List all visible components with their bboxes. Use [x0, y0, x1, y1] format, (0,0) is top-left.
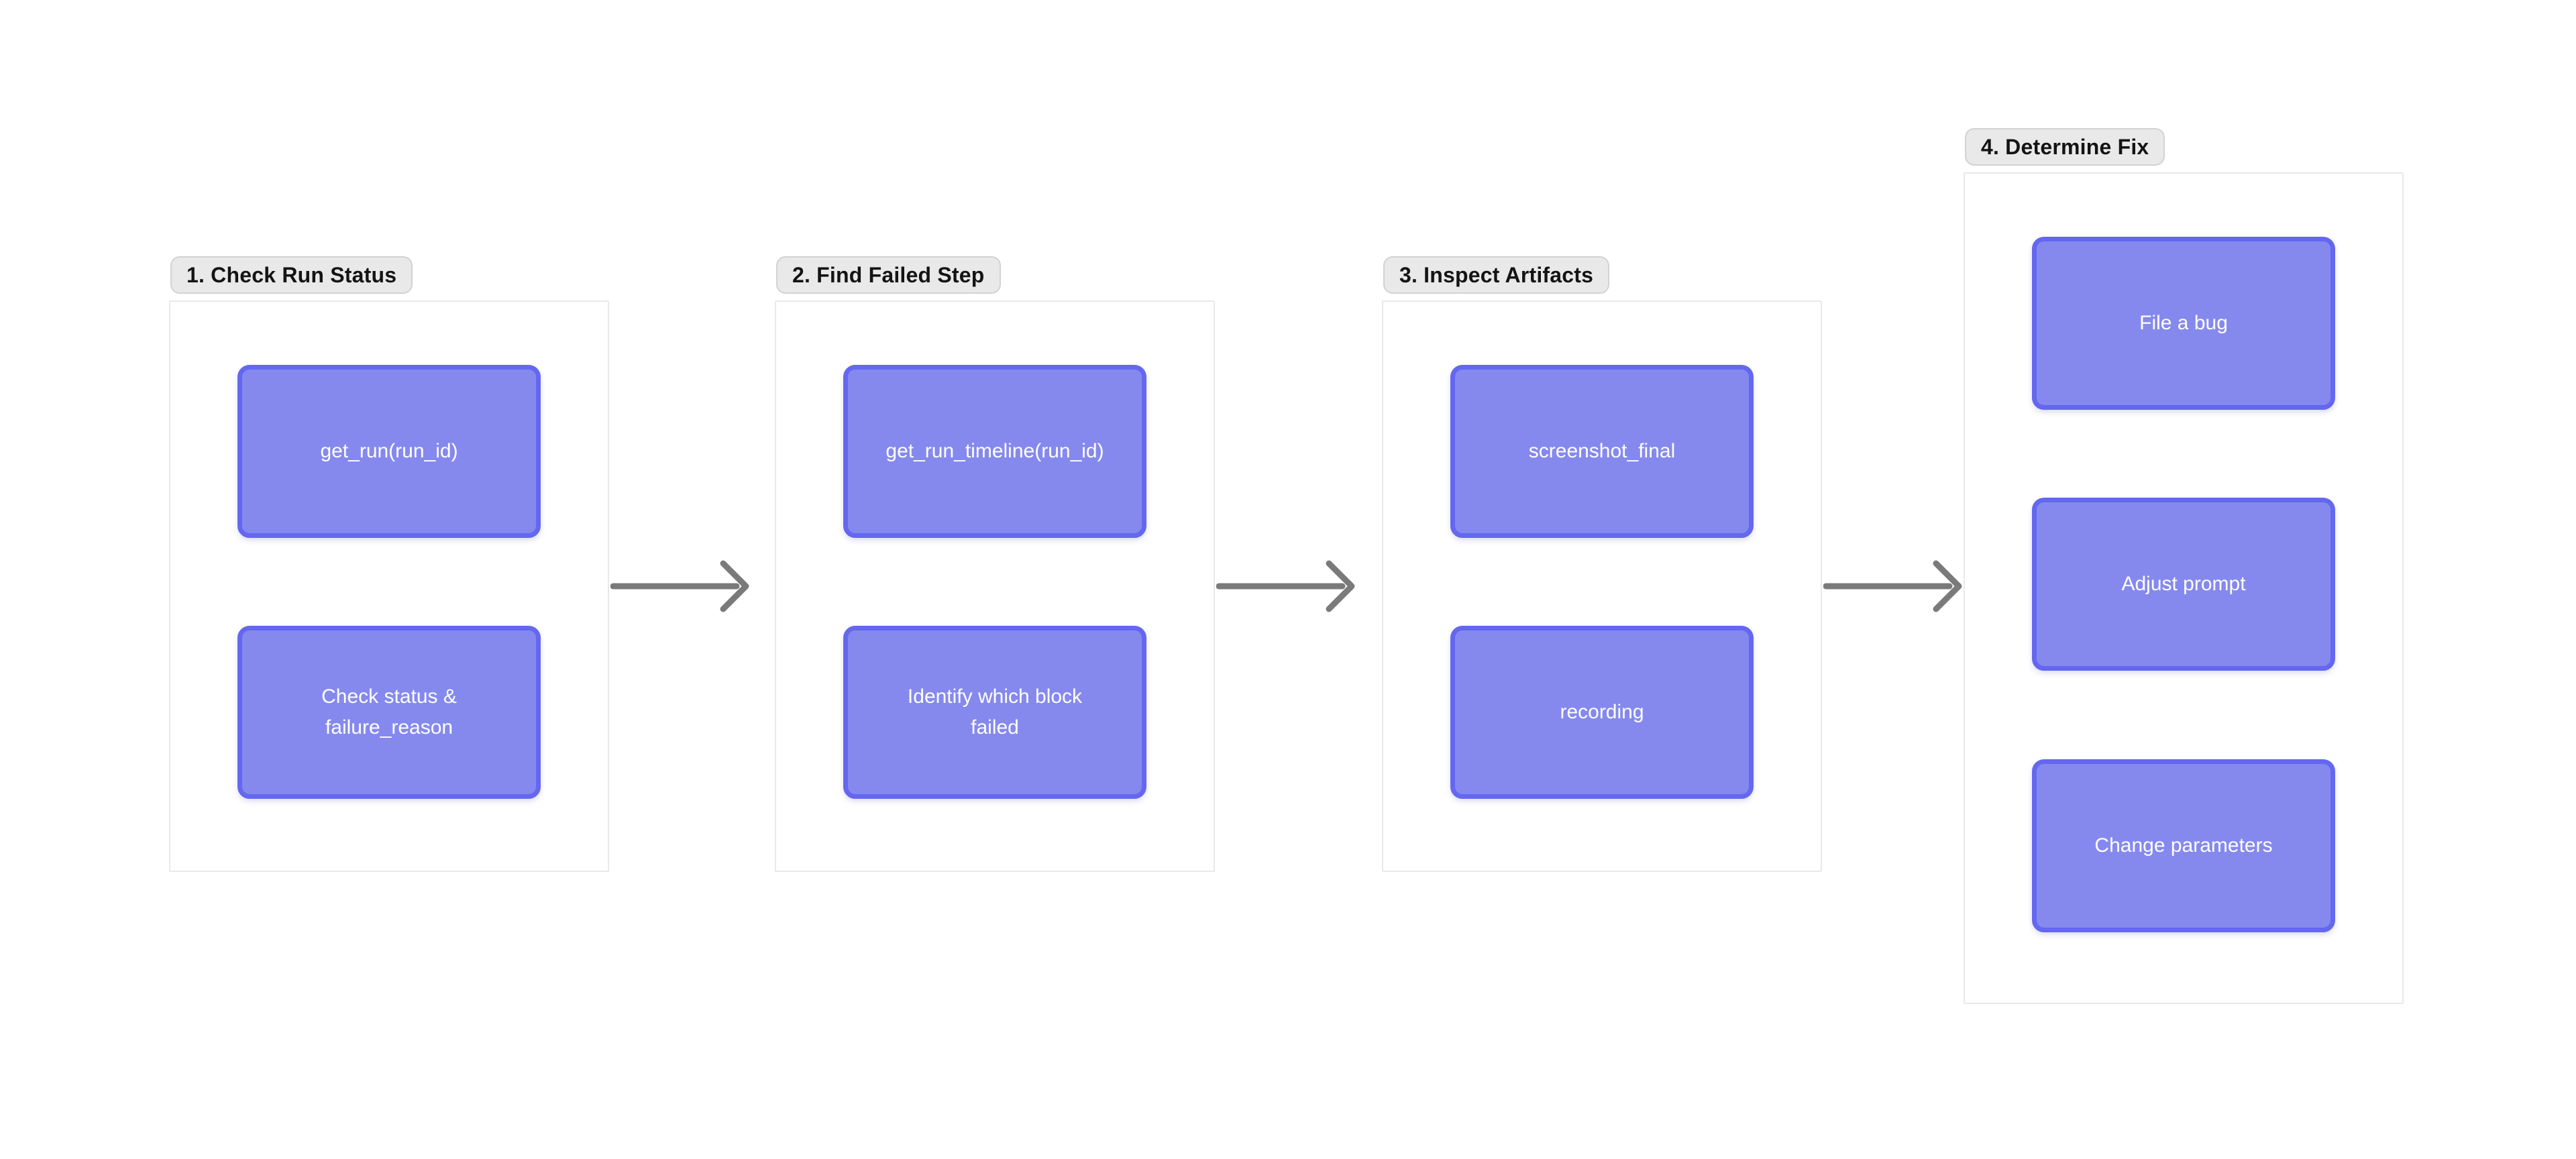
node-identify-which-block-failed: Identify which block failed — [843, 626, 1146, 799]
node-recording: recording — [1450, 626, 1754, 799]
node-label: recording — [1560, 700, 1644, 723]
flow-arrow-1 — [610, 560, 749, 612]
node-label: File a bug — [2139, 311, 2228, 334]
group-label-inspect-artifacts: 3. Inspect Artifacts — [1383, 256, 1610, 294]
group-check-run-status: 1. Check Run Status get_run(run_id) Chec… — [169, 256, 609, 872]
node-label: Identify which block failed — [907, 685, 1083, 739]
node-label: Change parameters — [2094, 834, 2273, 857]
group-find-failed-step: 2. Find Failed Step get_run_timeline(run… — [775, 256, 1215, 872]
node-screenshot-final: screenshot_final — [1450, 365, 1754, 538]
group-label-check-run-status: 1. Check Run Status — [170, 256, 413, 294]
group-label-find-failed-step: 2. Find Failed Step — [776, 256, 1001, 294]
node-change-parameters: Change parameters — [2032, 759, 2335, 932]
node-file-a-bug: File a bug — [2032, 237, 2335, 410]
node-check-status-failure-reason: Check status & failure_reason — [237, 626, 541, 799]
node-label: Adjust prompt — [2121, 572, 2246, 595]
flow-arrow-2 — [1216, 560, 1355, 612]
node-label: Check status & failure_reason — [321, 685, 457, 739]
group-determine-fix: 4. Determine Fix File a bug Adjust promp… — [1964, 128, 2404, 1004]
node-adjust-prompt: Adjust prompt — [2032, 498, 2335, 671]
node-get-run-timeline: get_run_timeline(run_id) — [843, 365, 1146, 538]
node-get-run: get_run(run_id) — [237, 365, 541, 538]
group-label-determine-fix: 4. Determine Fix — [1965, 128, 2165, 166]
flow-arrow-3 — [1823, 560, 1962, 612]
group-inspect-artifacts: 3. Inspect Artifacts screenshot_final re… — [1382, 256, 1822, 872]
node-label: get_run(run_id) — [320, 439, 458, 462]
node-label: screenshot_final — [1528, 439, 1676, 462]
node-label: get_run_timeline(run_id) — [885, 439, 1104, 462]
